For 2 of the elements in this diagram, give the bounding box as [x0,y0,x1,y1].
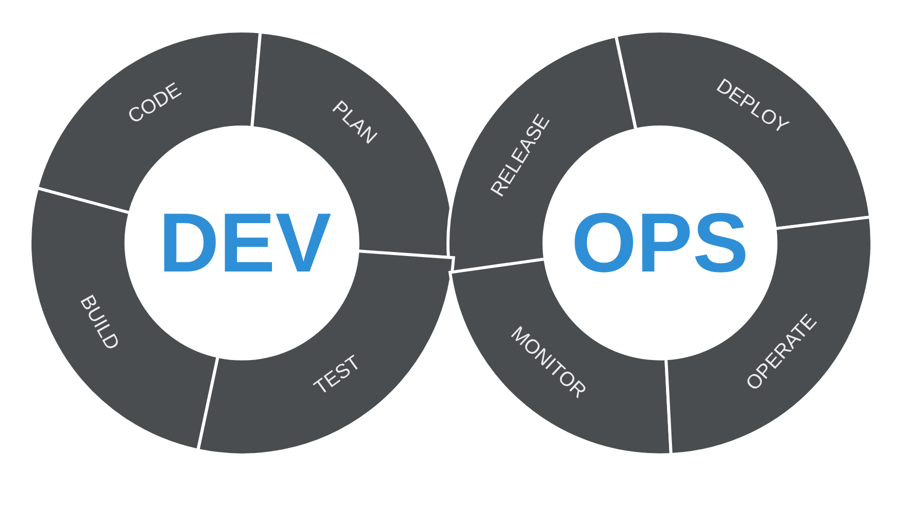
heading-text: OPS [571,194,749,292]
heading-text: DEV [158,194,332,292]
